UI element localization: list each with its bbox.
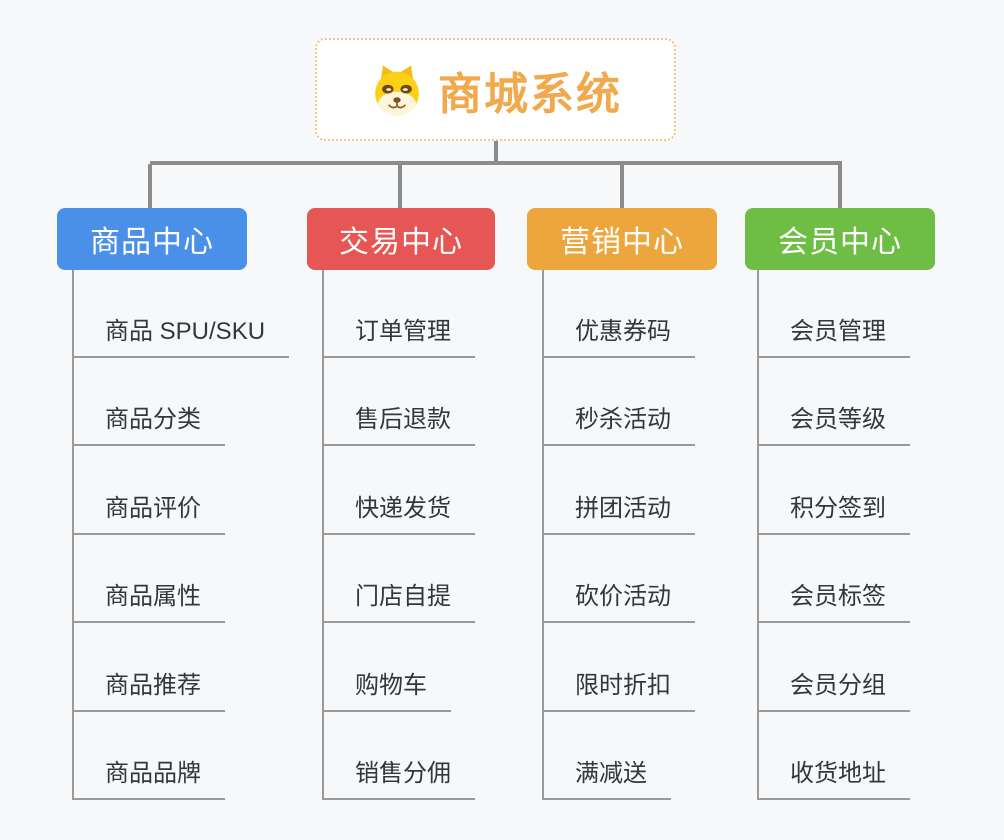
leaf-store-pickup[interactable]: 门店自提 — [322, 577, 475, 623]
connector-drop-product — [148, 164, 152, 208]
leaf-express-delivery[interactable]: 快递发货 — [322, 489, 475, 535]
leaf-product-attribute[interactable]: 商品属性 — [72, 577, 225, 623]
branch-product-center[interactable]: 商品中心 — [57, 208, 247, 270]
branch-label: 会员中心 — [778, 226, 902, 259]
leaf-shopping-cart[interactable]: 购物车 — [322, 666, 451, 712]
branch-trade-items: 订单管理 售后退款 快递发货 门店自提 购物车 销售分佣 — [322, 270, 552, 802]
leaf-member-management[interactable]: 会员管理 — [757, 312, 910, 358]
leaf-after-sales-refund[interactable]: 售后退款 — [322, 400, 475, 446]
root-title: 商城系统 — [438, 69, 622, 119]
leaf-sales-commission[interactable]: 销售分佣 — [322, 754, 475, 800]
connector-horizontal-bar — [150, 161, 842, 165]
leaf-shipping-address[interactable]: 收货地址 — [757, 754, 910, 800]
leaf-flash-sale[interactable]: 秒杀活动 — [542, 400, 695, 446]
dog-face-icon — [375, 65, 419, 115]
leaf-product-category[interactable]: 商品分类 — [72, 400, 225, 446]
branch-trade-center[interactable]: 交易中心 — [307, 208, 495, 270]
leaf-product-brand[interactable]: 商品品牌 — [72, 754, 225, 800]
leaf-product-spu-sku[interactable]: 商品 SPU/SKU — [72, 312, 290, 358]
leaf-member-level[interactable]: 会员等级 — [757, 400, 910, 446]
leaf-product-recommend[interactable]: 商品推荐 — [72, 666, 225, 712]
leaf-coupon-code[interactable]: 优惠券码 — [542, 312, 695, 358]
leaf-group-buy[interactable]: 拼团活动 — [542, 489, 695, 535]
leaf-member-tag[interactable]: 会员标签 — [757, 577, 910, 623]
connector-drop-trade — [398, 164, 402, 208]
connector-drop-member — [838, 164, 842, 208]
connector-drop-marketing — [620, 164, 624, 208]
leaf-full-reduction[interactable]: 满减送 — [542, 754, 671, 800]
branch-marketing-items: 优惠券码 秒杀活动 拼团活动 砍价活动 限时折扣 满减送 — [542, 270, 772, 802]
root-node[interactable]: 商城系统 — [315, 38, 676, 141]
branch-marketing-center[interactable]: 营销中心 — [527, 208, 717, 270]
leaf-limited-time-discount[interactable]: 限时折扣 — [542, 666, 695, 712]
leaf-order-management[interactable]: 订单管理 — [322, 312, 475, 358]
leaf-bargain-activity[interactable]: 砍价活动 — [542, 577, 695, 623]
branch-member-center[interactable]: 会员中心 — [745, 208, 935, 270]
leaf-member-group[interactable]: 会员分组 — [757, 666, 910, 712]
leaf-points-checkin[interactable]: 积分签到 — [757, 489, 910, 535]
connector-root-stub — [494, 140, 498, 162]
branch-label: 商品中心 — [90, 226, 214, 259]
branch-label: 营销中心 — [560, 226, 684, 259]
leaf-product-review[interactable]: 商品评价 — [72, 489, 225, 535]
branch-product-items: 商品 SPU/SKU 商品分类 商品评价 商品属性 商品推荐 商品品牌 — [72, 270, 302, 802]
branch-label: 交易中心 — [339, 226, 463, 259]
branch-member-items: 会员管理 会员等级 积分签到 会员标签 会员分组 收货地址 — [757, 270, 987, 802]
